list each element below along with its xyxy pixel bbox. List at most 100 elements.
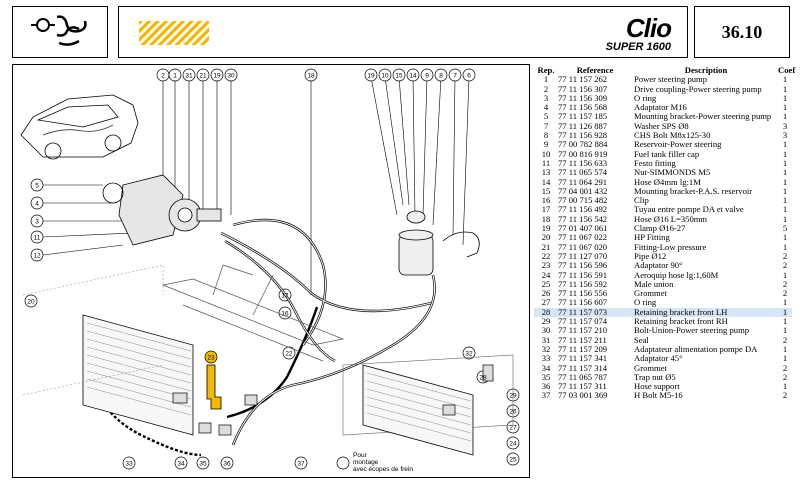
row-reference: 77 11 156 596 bbox=[558, 260, 608, 271]
row-coef: 1 bbox=[782, 167, 788, 178]
row-reference: 77 01 407 061 bbox=[558, 223, 608, 234]
row-rep: 34 bbox=[541, 362, 551, 373]
brand-subtitle: SUPER 1600 bbox=[605, 41, 671, 53]
row-rep: 29 bbox=[541, 316, 551, 327]
fittings bbox=[172, 364, 494, 436]
row-coef: 1 bbox=[782, 74, 788, 85]
row-rep: 7 bbox=[543, 120, 549, 131]
callout-number: 35 bbox=[199, 460, 207, 467]
row-reference: 77 00 782 884 bbox=[558, 139, 608, 150]
callout-number: 23 bbox=[207, 354, 215, 361]
brand-logo: Clio bbox=[625, 13, 672, 43]
row-description: Adaptateur alimentation pompe DA bbox=[634, 343, 758, 354]
callout-number: 14 bbox=[409, 72, 417, 79]
row-description: O ring bbox=[634, 92, 657, 103]
pump-assembly bbox=[102, 174, 222, 246]
row-description: Power steering pump bbox=[634, 74, 708, 85]
row-coef: 1 bbox=[782, 185, 788, 196]
row-reference: 77 11 127 070 bbox=[558, 250, 608, 261]
row-rep: 24 bbox=[541, 269, 551, 280]
parts-diagram-svg: Pour montage avec écopes de frein 213121… bbox=[20, 68, 520, 473]
row-rep: 22 bbox=[541, 250, 551, 261]
callout-number: 33 bbox=[125, 460, 133, 467]
row-description: O ring bbox=[634, 297, 657, 308]
row-reference: 77 11 157 341 bbox=[558, 353, 608, 364]
row-rep: 26 bbox=[541, 288, 551, 299]
row-description: CHS Bolt M8x125-30 bbox=[634, 130, 711, 141]
accent-stripes bbox=[139, 21, 209, 45]
callout-number: 11 bbox=[34, 234, 41, 241]
callout-number: 26 bbox=[509, 408, 517, 415]
row-rep: 35 bbox=[541, 371, 551, 382]
callout-number: 18 bbox=[307, 72, 315, 79]
callout-number: 7 bbox=[453, 72, 457, 79]
row-coef: 1 bbox=[782, 204, 788, 215]
callout-number: 2 bbox=[161, 72, 165, 79]
row-description: Drive coupling-Power steering pump bbox=[634, 83, 762, 94]
row-description: Hose Ø16 L=350mm bbox=[634, 213, 708, 224]
row-rep: 4 bbox=[543, 102, 549, 113]
row-reference: 77 11 157 262 bbox=[558, 74, 608, 85]
row-reference: 77 03 001 369 bbox=[558, 390, 608, 401]
row-coef: 1 bbox=[782, 92, 788, 103]
row-coef: 1 bbox=[782, 157, 788, 168]
row-description: Festo fitting bbox=[634, 157, 676, 168]
row-description: Reservoir-Power steering bbox=[634, 139, 722, 150]
row-reference: 77 11 157 314 bbox=[558, 362, 608, 373]
row-coef: 1 bbox=[782, 316, 788, 327]
row-description: Grommet bbox=[634, 362, 667, 373]
row-coef: 1 bbox=[782, 232, 788, 243]
callout-number: 17 bbox=[281, 292, 289, 299]
row-reference: 77 11 065 574 bbox=[558, 167, 608, 178]
row-reference: 77 11 065 787 bbox=[558, 371, 608, 382]
row-description: Nut-SIMMONDS M5 bbox=[634, 167, 711, 178]
row-description: Clamp Ø16-27 bbox=[634, 223, 686, 234]
callout-number: 34 bbox=[177, 460, 185, 467]
row-coef: 1 bbox=[782, 325, 788, 336]
callout-number: 1 bbox=[173, 72, 177, 79]
row-description: Clip bbox=[634, 195, 649, 206]
row-reference: 77 11 156 307 bbox=[558, 83, 608, 94]
row-description: Retaining bracket front RH bbox=[634, 316, 728, 327]
row-reference: 77 11 157 209 bbox=[558, 343, 608, 354]
row-reference: 77 04 001 432 bbox=[558, 185, 608, 196]
row-coef: 1 bbox=[782, 353, 788, 364]
row-rep: 10 bbox=[541, 148, 551, 159]
row-rep: 9 bbox=[543, 139, 549, 150]
